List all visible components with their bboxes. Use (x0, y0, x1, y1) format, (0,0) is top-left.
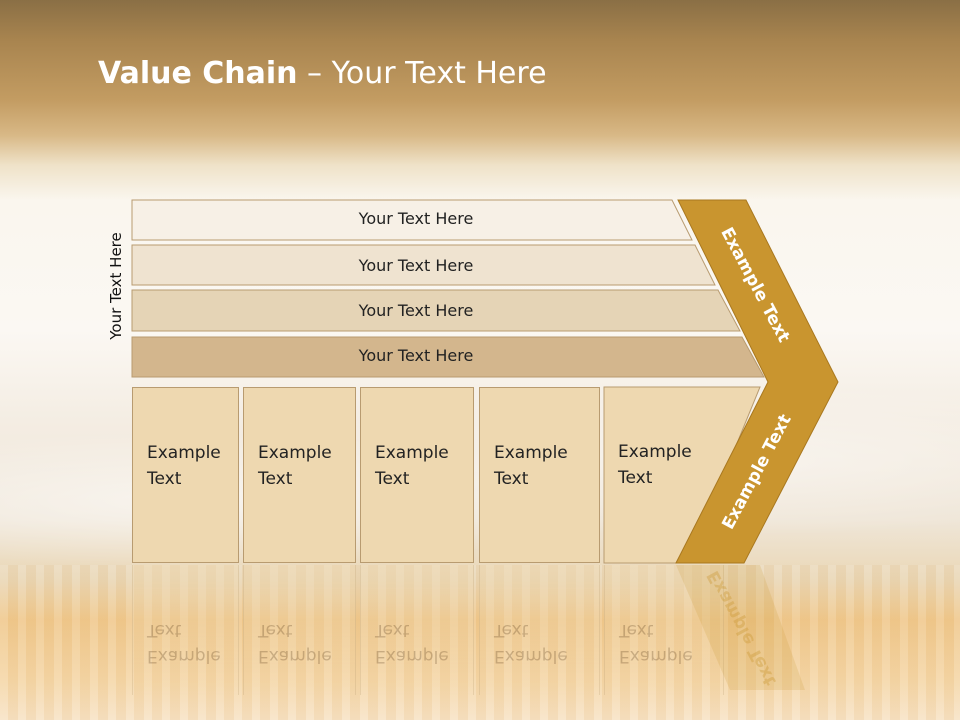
activity-box-4: Example Text (479, 387, 600, 563)
box-reflection: Example Text (360, 565, 474, 695)
layer-label-2: Your Text Here (358, 256, 474, 275)
activity-box-5: Example Text (604, 387, 724, 563)
activity-box-label: Example Text (258, 443, 332, 489)
chevron-reflection (676, 565, 805, 690)
layer-bar-4 (131, 336, 765, 378)
layer-label-1: Your Text Here (358, 209, 474, 228)
activity-box-label: Example Text (375, 443, 449, 489)
layer-label-3: Your Text Here (358, 301, 474, 320)
box-reflection: Example Text (132, 565, 239, 695)
activity-box-2: Example Text (243, 387, 356, 563)
beer-glass-background (0, 565, 960, 720)
title-rest: – Your Text Here (297, 56, 547, 91)
layer-bar-1 (131, 199, 693, 241)
activity-box-3: Example Text (360, 387, 474, 563)
activity-box-label: Example Text (618, 442, 692, 488)
activity-box-label: Example Text (494, 443, 568, 489)
layer-bar-3 (131, 289, 741, 332)
activity-box-label: Example Text (147, 443, 221, 489)
title-bold: Value Chain (98, 56, 298, 91)
layer-bar-2 (131, 244, 716, 286)
box-reflection: Example Text (479, 565, 600, 695)
chevron-arrow (675, 199, 839, 564)
layer-label-4: Your Text Here (358, 346, 474, 365)
box-reflection: Example Text (243, 565, 356, 695)
activity-box-1: Example Text (132, 387, 239, 563)
page-title: Value Chain – Your Text Here (98, 56, 547, 91)
box-reflection: Example Text (604, 565, 724, 695)
